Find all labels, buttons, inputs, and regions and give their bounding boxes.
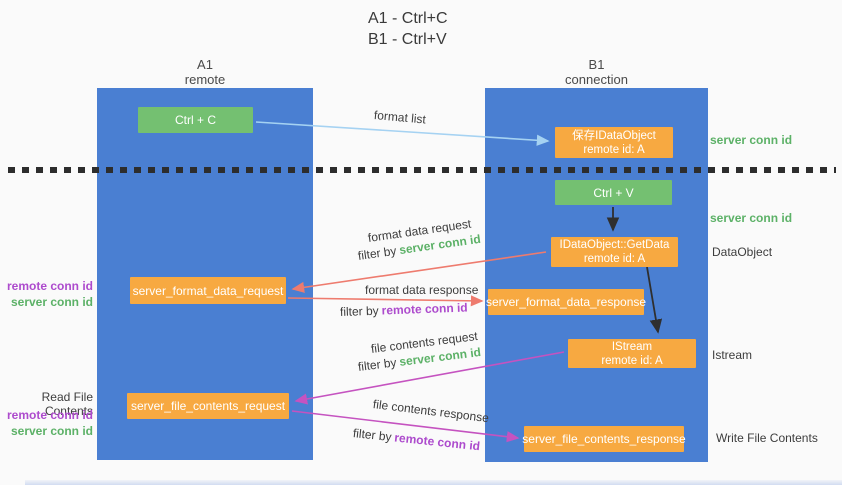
server-file-contents-request-box: server_file_contents_request <box>127 393 289 419</box>
idataobject-getdata-box: IDataObject::GetData remote id: A <box>551 237 678 267</box>
column-a1-subtitle: remote <box>184 72 226 87</box>
remote-conn-id-text: remote conn id <box>381 300 468 318</box>
filter-by-text: filter by <box>357 243 398 263</box>
format-data-response-label: format data response <box>365 283 479 297</box>
read-file-contents-annotation: Read File Contents <box>41 390 93 418</box>
server-format-data-response-label: server_format_data_response <box>485 295 647 309</box>
diagram-title: A1 - Ctrl+C B1 - Ctrl+V <box>368 8 448 50</box>
server-conn-id-annotation-mid: server conn id <box>710 211 793 225</box>
istream-line1: IStream <box>611 340 653 353</box>
filter-by-text: filter by <box>357 355 398 374</box>
save-dataobject-box: 保存IDataObject remote id: A <box>555 127 673 158</box>
server-conn-id-annotation: server conn id <box>10 295 93 309</box>
remote-conn-id-annotation: remote conn id <box>6 279 93 293</box>
column-header-a1: A1 remote <box>97 57 313 87</box>
dataobject-annotation: DataObject <box>712 245 773 259</box>
server-format-data-request-box: server_format_data_request <box>130 277 286 304</box>
clipboard-boundary-divider <box>8 167 836 173</box>
save-dataobject-line1: 保存IDataObject <box>572 129 656 142</box>
istream-line2: remote id: A <box>601 354 663 367</box>
server-conn-id-annotation-top: server conn id <box>710 133 793 147</box>
server-file-contents-response-label: server_file_contents_response <box>522 432 686 446</box>
write-file-contents-annotation: Write File Contents <box>716 431 818 445</box>
title-line-b1: B1 - Ctrl+V <box>368 31 447 48</box>
remote-conn-id-annotation: remote conn id <box>6 408 93 422</box>
server-file-contents-response-box: server_file_contents_response <box>522 426 686 452</box>
column-b1-subtitle: connection <box>565 72 628 87</box>
remote-conn-id-text: remote conn id <box>393 430 481 454</box>
istream-box: IStream remote id: A <box>568 339 696 368</box>
column-b1-name: B1 <box>588 57 605 72</box>
server-format-data-request-label: server_format_data_request <box>132 283 284 298</box>
file-contents-response-label: file contents response <box>372 397 490 426</box>
filter-by-text: filter by <box>339 303 379 319</box>
ctrl-c-box: Ctrl + C <box>138 107 253 133</box>
ctrl-v-label: Ctrl + V <box>593 185 634 200</box>
conn-id-pair-file: remote conn id server conn id <box>0 407 93 439</box>
getdata-line2: remote id: A <box>583 253 646 265</box>
column-header-b1: B1 connection <box>485 57 708 87</box>
conn-id-pair-format: remote conn id server conn id <box>0 278 93 310</box>
ctrl-v-box: Ctrl + V <box>555 180 672 205</box>
bottom-scroll-strip <box>25 480 842 485</box>
ctrl-c-label: Ctrl + C <box>174 113 216 127</box>
filter-by-text: filter by <box>352 426 393 445</box>
column-a1-name: A1 <box>197 57 213 72</box>
server-file-contents-request-label: server_file_contents_request <box>130 399 286 413</box>
server-conn-id-annotation: server conn id <box>10 424 93 438</box>
istream-annotation: Istream <box>712 348 753 362</box>
server-format-data-response-box: server_format_data_response <box>485 289 647 315</box>
title-line-a1: A1 - Ctrl+C <box>368 10 448 27</box>
format-list-label: format list <box>373 108 427 127</box>
getdata-line1: IDataObject::GetData <box>559 239 670 251</box>
save-dataobject-line2: remote id: A <box>583 143 645 156</box>
